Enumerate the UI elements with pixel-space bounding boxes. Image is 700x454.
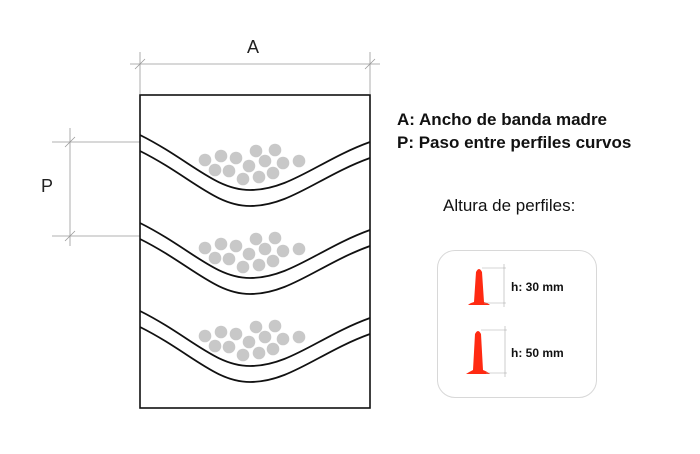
legend-a: A: Ancho de banda madre [397,110,608,129]
profile-lower-edge [139,238,371,295]
material-particle [236,260,250,274]
profile-upper-edge [139,310,371,367]
curved-profile-3 [139,310,371,383]
material-particle [258,242,272,256]
material-particle [214,149,228,163]
material-particle [249,320,263,334]
material-particle [208,339,222,353]
material-particle [198,329,212,343]
material-particle [229,327,243,341]
material-particle [229,239,243,253]
profiles-box [437,250,597,398]
material-particle [252,346,266,360]
material-particle [292,330,306,344]
profile-30mm-label: h: 30 mm [511,280,564,294]
material-particle [208,251,222,265]
material-particle [276,244,290,258]
profiles-title: Altura de perfiles: [443,196,576,215]
material-particle [222,340,236,354]
material-particle [208,163,222,177]
material-particle [198,241,212,255]
material-particle [214,237,228,251]
material-particle [276,332,290,346]
material-particle [268,143,282,157]
material-particle [249,144,263,158]
material-particle [198,153,212,167]
material-particle [258,154,272,168]
belt-outline [139,94,371,409]
material-particle [292,154,306,168]
material-particle [236,348,250,362]
profile-30mm-icon [468,264,506,307]
material-particle [268,231,282,245]
dimension-p [52,128,140,246]
profile-upper-edge [139,222,371,279]
profile-50mm-label: h: 50 mm [511,346,564,360]
material-particle [242,335,256,349]
legend-p: P: Paso entre perfiles curvos [397,133,632,152]
material-particle [276,156,290,170]
material-particle [242,159,256,173]
material-particle [229,151,243,165]
profile-upper-edge [139,134,371,191]
curved-profile-2 [139,222,371,295]
profile-lower-edge [139,150,371,207]
material-particle [222,252,236,266]
dimension-a [130,52,380,94]
material-particle [222,164,236,178]
material-particle [258,330,272,344]
material-particle [266,342,280,356]
profile-icons [466,264,507,377]
material-particle [252,258,266,272]
profile-lower-edge [139,326,371,383]
material-particle [236,172,250,186]
material-particle [292,242,306,256]
material-particle [266,166,280,180]
material-particle [252,170,266,184]
dimension-p-label: P [41,176,54,196]
dimension-a-label: A [247,37,260,57]
profile-50mm-icon [466,326,507,377]
material-particle [242,247,256,261]
material-particle [268,319,282,333]
material-particle [249,232,263,246]
material-particle [214,325,228,339]
material-particle [266,254,280,268]
curved-profile-1 [139,134,371,207]
